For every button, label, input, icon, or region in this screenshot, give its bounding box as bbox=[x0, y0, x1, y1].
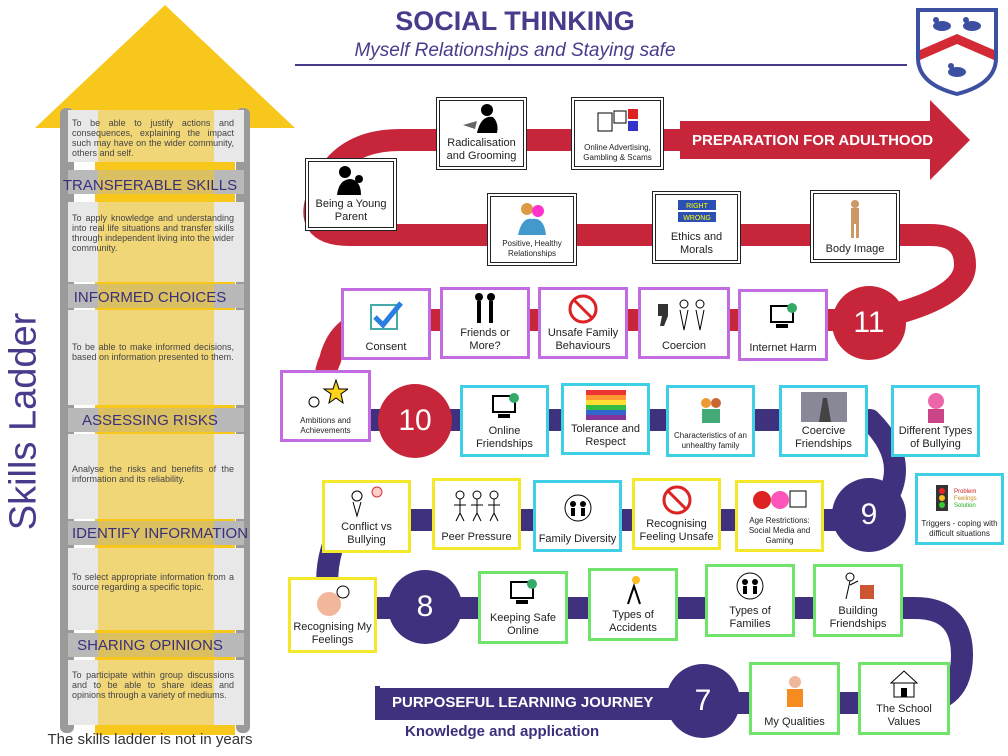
ladder-skill-label: IDENTIFY INFORMATION bbox=[71, 525, 249, 542]
couple-hug-icon bbox=[493, 197, 571, 239]
body-figure-icon bbox=[816, 194, 894, 243]
checkbox-tick-icon bbox=[346, 291, 426, 341]
topic-card-age-restrictions: Age Restrictions: Social Media and Gamin… bbox=[735, 480, 824, 552]
ladder-description: To be able to justify actions and conseq… bbox=[72, 118, 234, 158]
ladder-description: To participate within group discussions … bbox=[72, 670, 234, 700]
topic-card-recognising-feeling-unsafe: Recognising Feeling Unsafe bbox=[632, 478, 721, 550]
ladder-skill-label: TRANSFERABLE SKILLS bbox=[62, 177, 238, 194]
topic-card-unsafe-family-behaviours: Unsafe Family Behaviours bbox=[538, 287, 628, 359]
rainbow-icon bbox=[566, 386, 645, 423]
gambling-dice-icon bbox=[577, 101, 658, 143]
school-house-icon bbox=[863, 665, 945, 703]
topic-card-conflict-vs-bullying: Conflict vs Bullying bbox=[322, 480, 411, 553]
topic-card-recognising-my-feelings: Recognising My Feelings bbox=[288, 577, 377, 653]
ladder-description: To apply knowledge and understanding int… bbox=[72, 213, 234, 253]
preparation-for-adulthood-label: PREPARATION FOR ADULTHOOD bbox=[692, 132, 934, 149]
prohibited-people-icon bbox=[637, 481, 716, 518]
year-7-marker: 7 bbox=[666, 664, 740, 738]
parent-child-icon bbox=[311, 162, 391, 198]
year-8-marker: 8 bbox=[388, 570, 462, 644]
ladder-skill-label: INFORMED CHOICES bbox=[73, 289, 227, 306]
computer-icon bbox=[743, 292, 823, 342]
ladder-description: To select appropriate information from a… bbox=[72, 572, 234, 592]
topic-card-radicalisation-grooming: Radicalisation and Grooming bbox=[436, 97, 527, 170]
figure-silhouette-icon bbox=[442, 101, 521, 137]
svg-text:RIGHT: RIGHT bbox=[686, 203, 709, 210]
star-reach-icon bbox=[285, 373, 366, 416]
topic-card-keeping-safe-online: Keeping Safe Online bbox=[478, 571, 568, 644]
topic-card-unhealthy-family: Characteristics of an unhealthy family bbox=[666, 385, 755, 457]
year-9-marker: 9 bbox=[832, 478, 906, 552]
ladder-description: To be able to make informed decisions, b… bbox=[72, 342, 234, 362]
topic-card-internet-harm: Internet Harm bbox=[738, 289, 828, 361]
school-crest-logo bbox=[916, 8, 998, 96]
upset-girl-icon bbox=[896, 388, 975, 425]
two-people-icon bbox=[445, 290, 525, 327]
age-rating-icon bbox=[740, 483, 819, 516]
year-10-marker: 10 bbox=[378, 384, 452, 458]
topic-card-friends-or-more: Friends or More? bbox=[440, 287, 530, 359]
person-icon bbox=[754, 665, 835, 716]
topic-card-ambitions-achievements: Ambitions and Achievements bbox=[280, 370, 371, 442]
skills-ladder-graphic bbox=[35, 5, 295, 735]
svg-text:Solution: Solution bbox=[954, 503, 976, 509]
knowledge-application-label: Knowledge and application bbox=[405, 723, 600, 740]
computer-icon bbox=[483, 574, 563, 612]
ladder-footer-note: The skills ladder is not in years bbox=[47, 731, 253, 748]
svg-text:WRONG: WRONG bbox=[683, 215, 711, 222]
year-11-marker: 11 bbox=[832, 286, 906, 360]
purposeful-learning-journey-label: PURPOSEFUL LEARNING JOURNEY bbox=[392, 694, 654, 711]
accident-icon bbox=[593, 571, 673, 609]
topic-card-building-friendships: Building Friendships bbox=[813, 564, 903, 637]
topic-card-my-qualities: My Qualities bbox=[749, 662, 840, 735]
right-wrong-sign-icon: RIGHT WRONG bbox=[658, 195, 735, 231]
computer-icon bbox=[465, 388, 544, 425]
road-photo-icon bbox=[784, 388, 863, 425]
topic-card-coercion: Coercion bbox=[638, 287, 730, 359]
topic-card-types-of-accidents: Types of Accidents bbox=[588, 568, 678, 641]
page-subtitle: Myself Relationships and Staying safe bbox=[354, 40, 676, 61]
topic-card-peer-pressure: Peer Pressure bbox=[432, 478, 521, 550]
svg-text:Feelings: Feelings bbox=[954, 496, 977, 502]
topic-card-being-young-parent: Being a Young Parent bbox=[305, 158, 397, 231]
topic-card-positive-relationships: Positive, Healthy Relationships bbox=[487, 193, 577, 266]
topic-card-tolerance-respect: Tolerance and Respect bbox=[561, 383, 650, 455]
ladder-skill-label: ASSESSING RISKS bbox=[82, 412, 218, 429]
topic-card-family-diversity: Family Diversity bbox=[533, 480, 622, 552]
ladder-description: Analyse the risks and benefits of the in… bbox=[72, 464, 234, 484]
family-circle-icon bbox=[538, 483, 617, 533]
svg-text:Problem: Problem bbox=[954, 489, 976, 495]
topic-card-consent: Consent bbox=[341, 288, 431, 360]
ladder-skill-label: SHARING OPINIONS bbox=[77, 637, 223, 654]
thumbs-down-group-icon bbox=[643, 290, 725, 340]
title-underline bbox=[295, 64, 907, 66]
building-bricks-icon bbox=[818, 567, 898, 605]
topic-card-types-of-bullying: Different Types of Bullying bbox=[891, 385, 980, 457]
prohibited-icon bbox=[543, 290, 623, 327]
topic-card-coercive-friendships: Coercive Friendships bbox=[779, 385, 868, 457]
family-icon bbox=[671, 388, 750, 431]
topic-card-online-friendships: Online Friendships bbox=[460, 385, 549, 457]
topic-card-body-image: Body Image bbox=[810, 190, 900, 263]
thinking-face-icon bbox=[293, 580, 372, 621]
arguing-people-icon bbox=[327, 483, 406, 521]
group-people-icon bbox=[437, 481, 516, 531]
topic-card-online-advertising: Online Advertising, Gambling & Scams bbox=[571, 97, 664, 170]
topic-card-school-values: The School Values bbox=[858, 662, 950, 735]
topic-card-types-of-families: Types of Families bbox=[705, 564, 795, 637]
page-title: SOCIAL THINKING bbox=[395, 6, 635, 36]
family-circle-icon bbox=[710, 567, 790, 605]
